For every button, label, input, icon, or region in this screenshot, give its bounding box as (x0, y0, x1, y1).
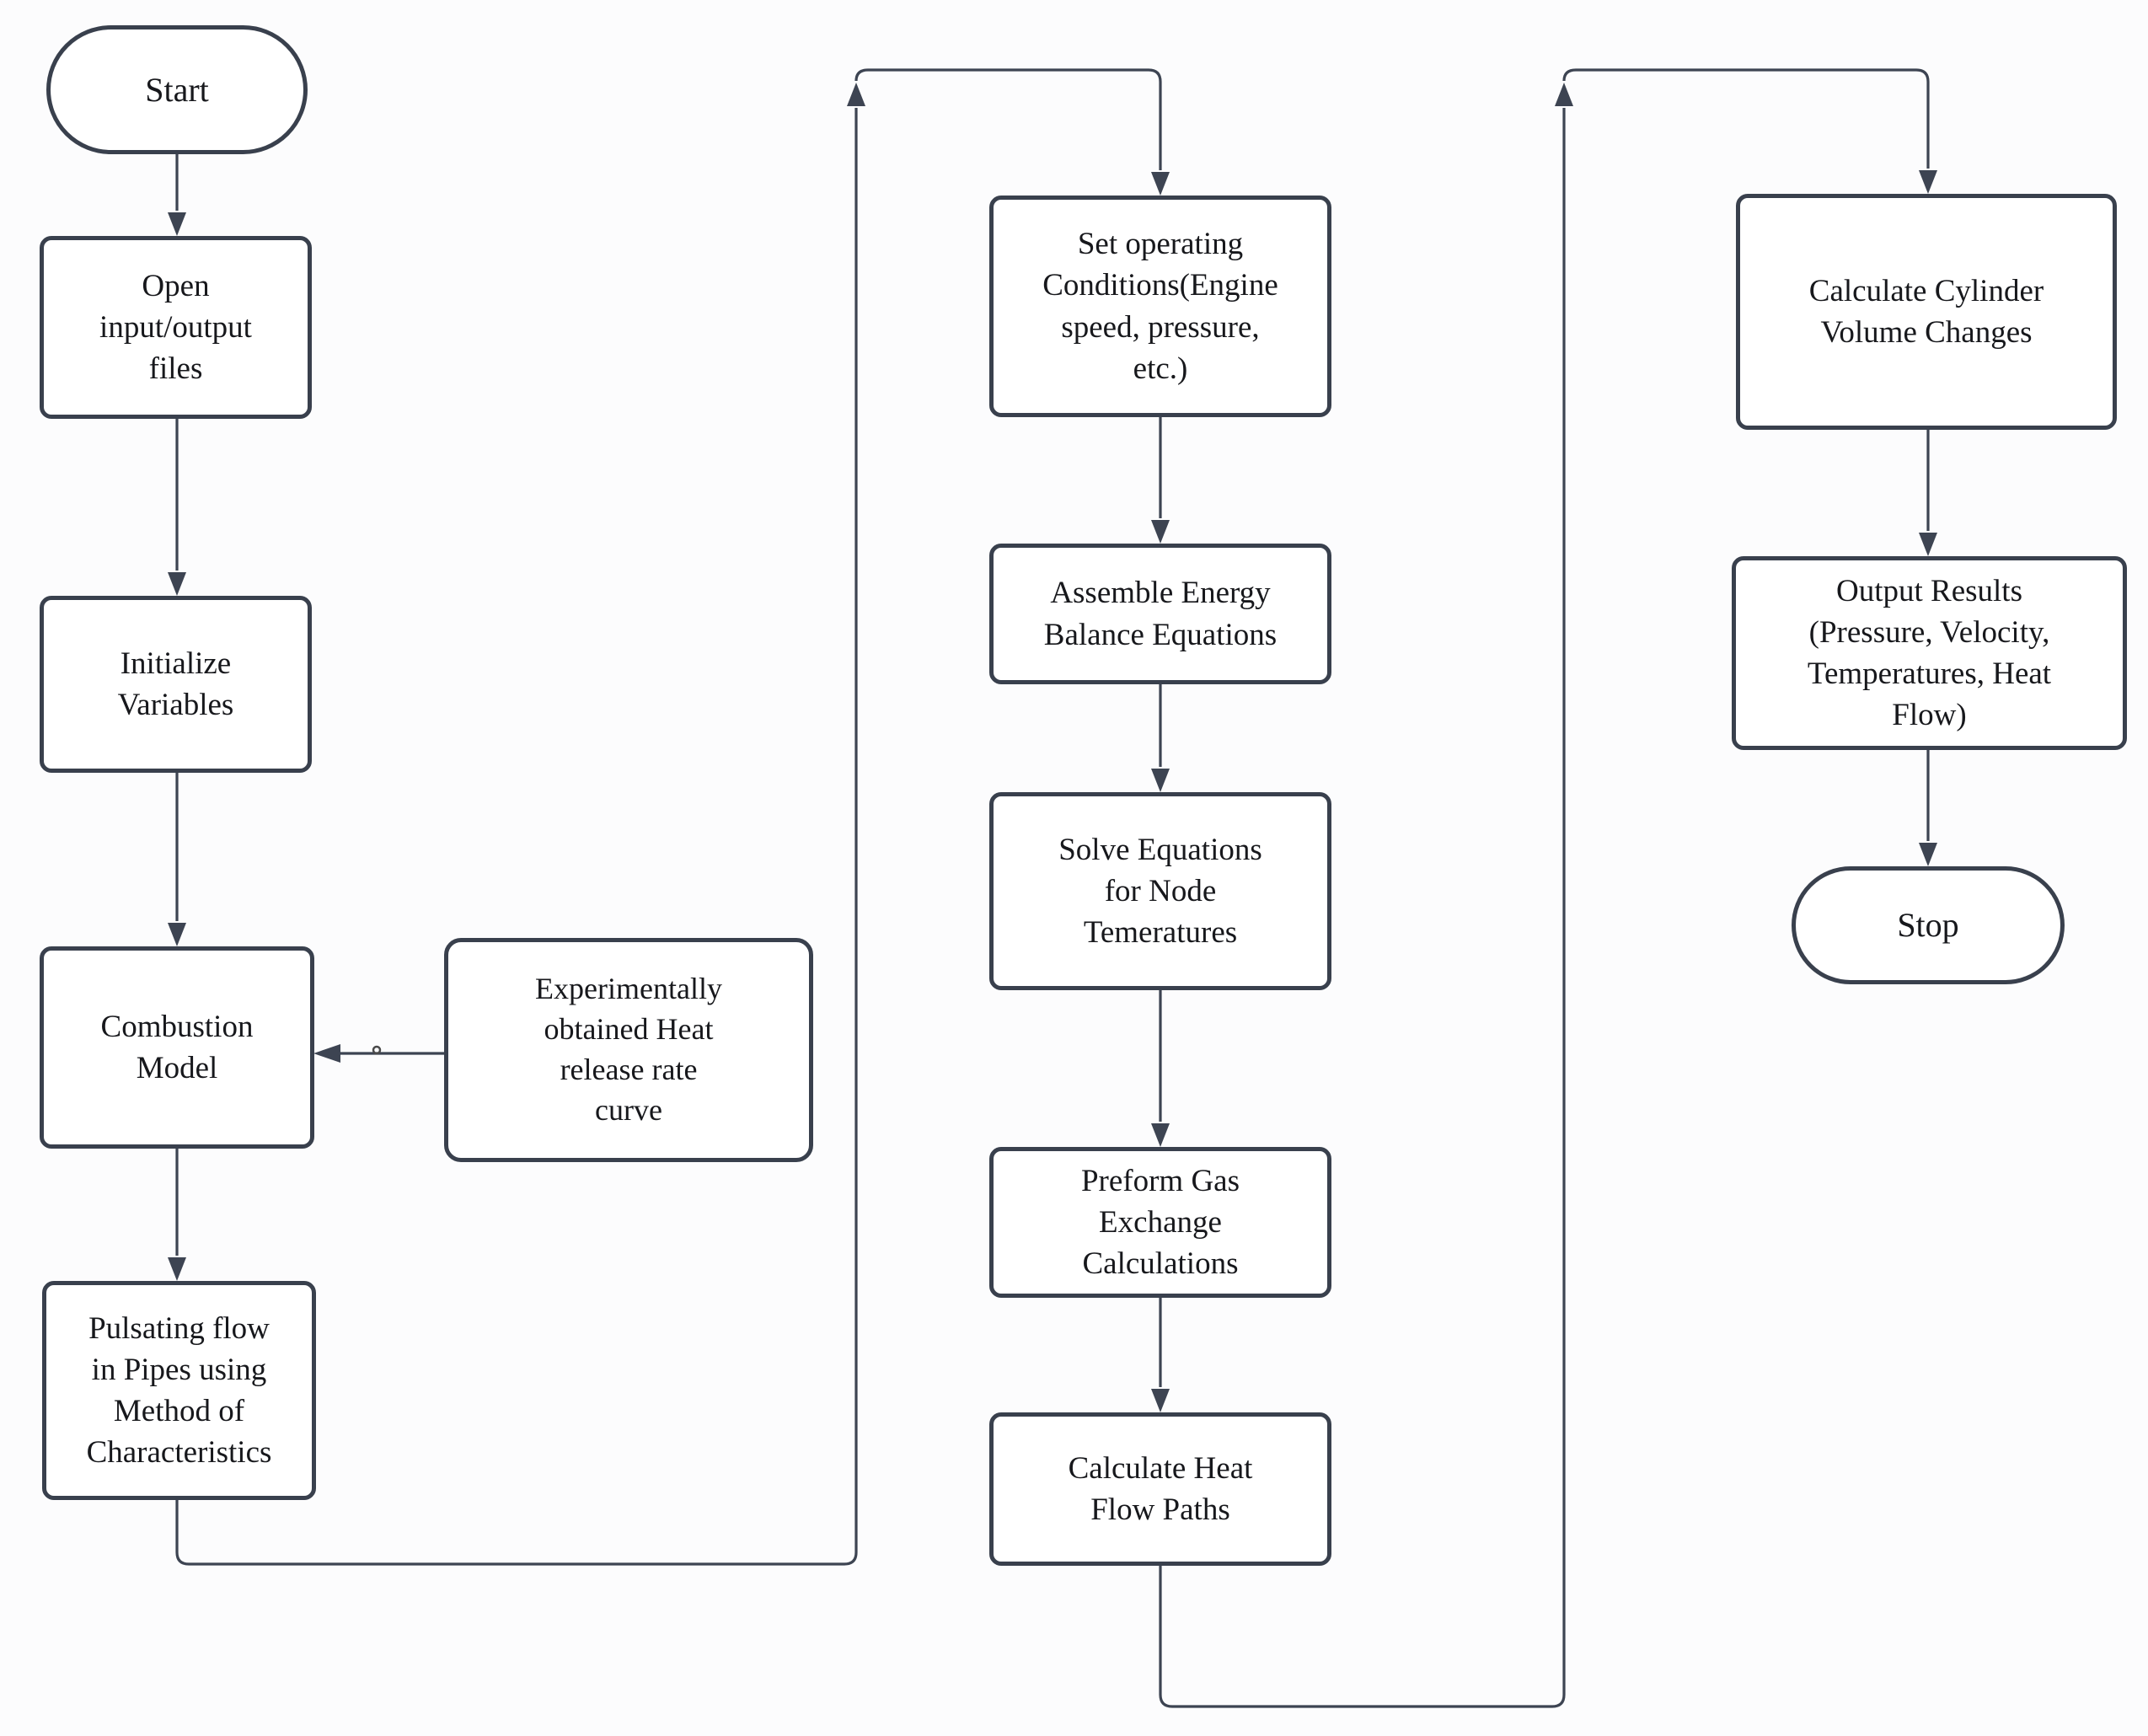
node-gas-exchange-calculations: Preform Gas Exchange Calculations (989, 1147, 1331, 1298)
node-combustion-model: Combustion Model (40, 946, 314, 1149)
node-start: Start (46, 25, 308, 154)
arrowhead-down-setconditions (1151, 172, 1170, 196)
arrowhead-down-solve (1151, 769, 1170, 792)
node-calculate-cylinder-volume: Calculate Cylinder Volume Changes (1736, 194, 2117, 430)
arrowhead-down-gasexchange (1151, 1123, 1170, 1147)
node-output-results: Output Results (Pressure, Velocity, Temp… (1732, 556, 2127, 750)
arrowhead-down-combustion (168, 923, 186, 946)
arrowhead-down-cylindervolume (1919, 170, 1937, 194)
arrowhead-down-pulsating (168, 1257, 186, 1281)
arrowhead-up-loop1 (847, 83, 865, 106)
connector-pulsating-loop (175, 108, 858, 1566)
node-initialize-variables: Initialize Variables (40, 596, 312, 773)
connector-loop2-top (1562, 68, 1930, 169)
node-pulsating-flow: Pulsating flow in Pipes using Method of … (42, 1281, 316, 1500)
node-solve-node-temperatures: Solve Equations for Node Temeratures (989, 792, 1331, 990)
arrowhead-up-loop2 (1555, 83, 1573, 106)
node-calculate-heat-flow-paths: Calculate Heat Flow Paths (989, 1412, 1331, 1566)
node-set-operating-conditions: Set operating Conditions(Engine speed, p… (989, 196, 1331, 417)
arrowhead-down-output (1919, 533, 1937, 556)
arrowhead-down-open (168, 212, 186, 236)
connector-heatflow-loop (1159, 108, 1566, 1708)
artifact-mark (372, 1045, 382, 1055)
node-stop: Stop (1792, 866, 2065, 984)
arrowhead-down-heatflow (1151, 1389, 1170, 1412)
arrowhead-down-stop (1919, 843, 1937, 866)
node-open-input-output-files: Open input/output files (40, 236, 312, 419)
node-assemble-energy-balance: Assemble Energy Balance Equations (989, 544, 1331, 684)
arrowhead-down-initialize (168, 572, 186, 596)
arrowhead-down-assemble (1151, 520, 1170, 544)
arrowhead-left-combustion (313, 1044, 340, 1063)
node-heat-release-curve: Experimentally obtained Heat release rat… (444, 938, 813, 1162)
connector-loop1-top (854, 68, 1162, 170)
